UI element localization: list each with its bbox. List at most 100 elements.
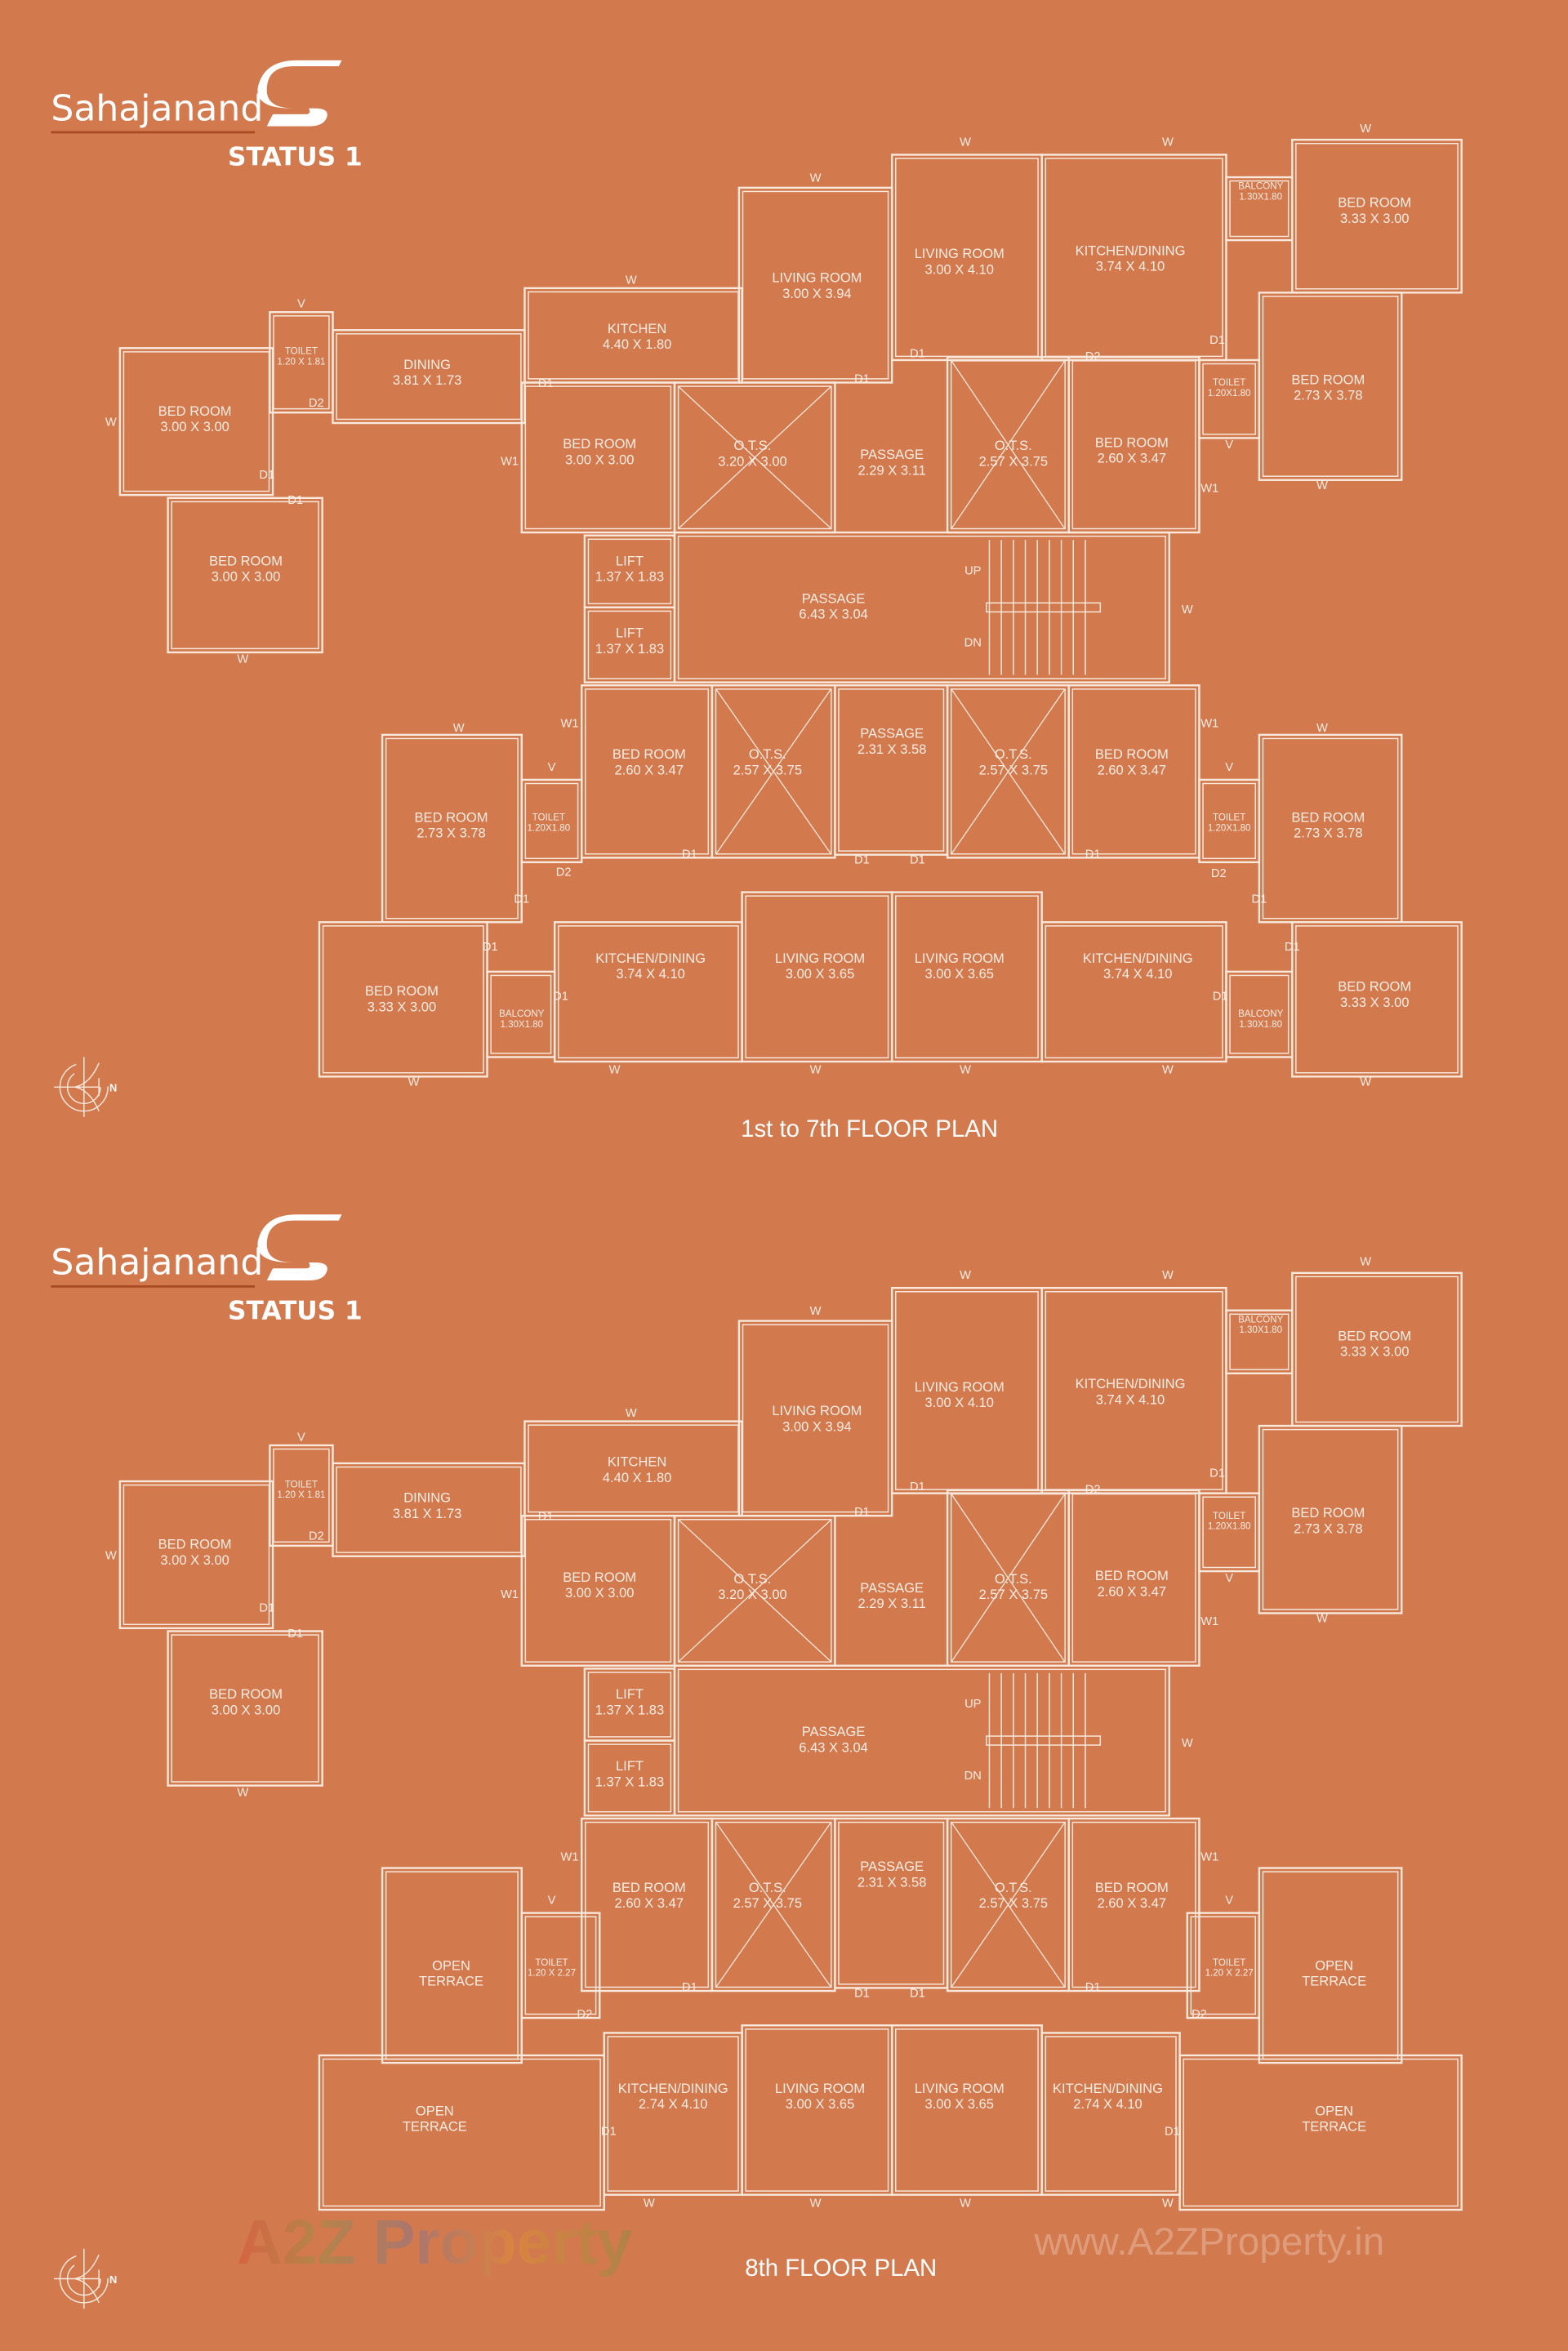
brand-logo: Sahajanand STATUS 1 (51, 60, 363, 171)
ots-shaft (950, 1821, 1066, 1988)
opening-marker: D1 (1085, 848, 1101, 861)
room-wall (745, 895, 889, 1059)
room-wall (1202, 363, 1257, 435)
room-wall (834, 684, 949, 856)
room-label-line: LIFT (616, 1758, 644, 1774)
watermark-url: www.A2ZProperty.in (1034, 2220, 1385, 2264)
room-wall (677, 535, 1166, 679)
room-label-line: LIVING ROOM (915, 951, 1004, 966)
opening-marker: D1 (854, 1506, 870, 1519)
room-label-line: BED ROOM (612, 746, 686, 762)
opening-marker: D2 (1085, 350, 1101, 363)
room-label-line: 3.00 X 3.00 (160, 419, 229, 434)
room-label-line: 3.00 X 3.00 (160, 1552, 229, 1568)
room-label-line: 1.20X1.80 (1208, 389, 1251, 399)
room-wall (171, 501, 319, 650)
opening-marker: W (644, 2197, 655, 2210)
opening-marker: W (609, 1064, 621, 1077)
opening-marker: D2 (1211, 867, 1227, 880)
opening-marker: D2 (309, 397, 324, 410)
opening-marker: V (297, 298, 305, 311)
opening-marker: W (960, 2197, 971, 2210)
room-label-line: 2.31 X 3.58 (858, 1874, 926, 1890)
room-wall (895, 895, 1039, 1059)
opening-marker: W1 (1200, 1615, 1218, 1628)
opening-marker: W (1316, 1612, 1328, 1625)
opening-marker: V (1225, 1572, 1233, 1585)
room-label-line: KITCHEN/DINING (1076, 243, 1186, 258)
ots-shaft (946, 684, 1070, 859)
room-wall (1071, 1493, 1196, 1663)
room-label-line: BED ROOM (1338, 979, 1411, 995)
room-label-line: PASSAGE (860, 1859, 924, 1874)
opening-marker: W (237, 653, 248, 666)
opening-marker: D1 (682, 1981, 697, 1994)
room-wall (677, 1668, 1166, 1813)
room-wall (1040, 1286, 1227, 1494)
room-label-line: TERRACE (1302, 1974, 1366, 1989)
room-wall (1262, 296, 1399, 477)
room-label-line: LIVING ROOM (775, 951, 865, 966)
room-label-line: O.T.S. (749, 746, 786, 762)
room-label-line: O.T.S. (995, 1571, 1032, 1587)
brand-subtitle: STATUS 1 (228, 1297, 363, 1326)
ots-shaft (677, 1519, 832, 1663)
room-label-line: PASSAGE (802, 1724, 866, 1739)
ots-cross (679, 386, 831, 529)
room-label-line: BED ROOM (209, 1686, 283, 1702)
opening-marker: DN (964, 637, 982, 650)
room-label-line: 1.20X1.80 (1208, 823, 1251, 833)
ots-cross (951, 1823, 1065, 1987)
room-wall (553, 921, 743, 1063)
room-wall (122, 1484, 270, 1625)
room-wall (1295, 1276, 1459, 1423)
room-wall (490, 974, 552, 1054)
room-label-line: TERRACE (1302, 2119, 1366, 2135)
room-label-line: 2.60 X 3.47 (615, 1895, 684, 1911)
opening-marker: W (1360, 1075, 1371, 1089)
room-label-line: BED ROOM (563, 436, 636, 452)
compass-label: N (109, 2273, 117, 2286)
watermark-logo: A2Z Property (237, 2207, 632, 2278)
room-wall (607, 2036, 739, 2192)
room-label-line: 3.00 X 3.65 (786, 966, 854, 982)
room-label-line: TERRACE (419, 1974, 483, 1989)
room-label-line: 3.20 X 3.00 (718, 453, 786, 469)
room-label-line: 3.00 X 3.65 (786, 2096, 854, 2112)
opening-marker: V (1225, 1895, 1233, 1908)
room-label-line: 3.00 X 3.00 (212, 1702, 280, 1717)
room-label-line: 3.00 X 3.94 (782, 1418, 851, 1434)
ots-shaft (673, 381, 836, 534)
room-wall (1202, 1496, 1257, 1569)
room-label-line: 3.33 X 3.00 (1340, 1344, 1409, 1360)
opening-marker: D1 (1209, 1467, 1225, 1480)
opening-marker: W (960, 1064, 971, 1077)
room-label-line: 4.40 X 1.80 (603, 1470, 671, 1485)
opening-marker: D1 (601, 2125, 617, 2138)
room-label-line: 3.00 X 3.00 (565, 1585, 634, 1601)
room-label-line: TOILET (1213, 378, 1245, 388)
opening-marker: W (1182, 603, 1193, 617)
room-wall (1198, 358, 1261, 439)
room-label-line: 2.57 X 3.75 (979, 762, 1048, 777)
opening-marker: D1 (682, 848, 697, 861)
room-label-line: 1.20X1.80 (1208, 1522, 1251, 1532)
ots-shaft (946, 1817, 1070, 1993)
opening-marker: W1 (1200, 718, 1218, 731)
room-label-line: TOILET (285, 1480, 318, 1489)
